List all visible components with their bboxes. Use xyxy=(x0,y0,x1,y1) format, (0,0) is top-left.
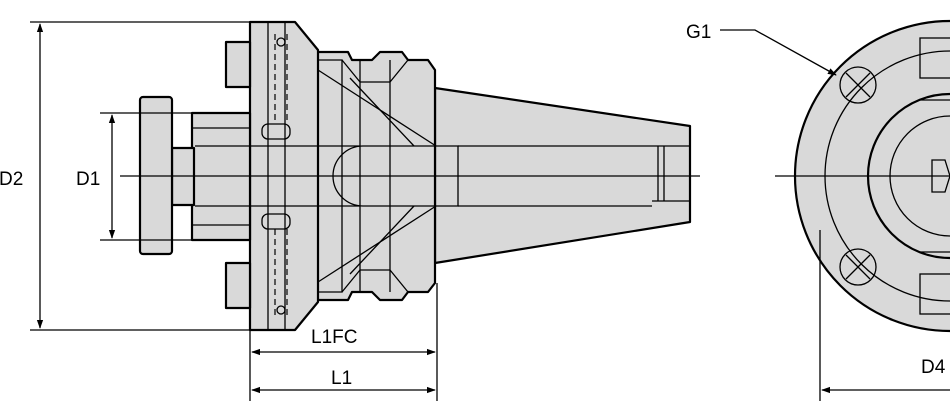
bolt-hole-bottom xyxy=(839,248,877,286)
label-l1fc: L1FC xyxy=(311,327,357,348)
front-view: G1 D4 xyxy=(686,19,950,401)
label-d1: D1 xyxy=(76,169,100,190)
dimensions: D2 D1 L1FC L1 xyxy=(0,21,438,401)
side-view xyxy=(120,20,700,332)
label-g1: G1 xyxy=(686,22,711,43)
label-d4: D4 xyxy=(921,357,946,378)
drive-key-bottom xyxy=(224,261,252,310)
label-l1: L1 xyxy=(331,368,352,389)
bolt-hole-top xyxy=(839,66,877,104)
label-d2: D2 xyxy=(0,169,23,190)
drive-key-top xyxy=(224,40,252,89)
